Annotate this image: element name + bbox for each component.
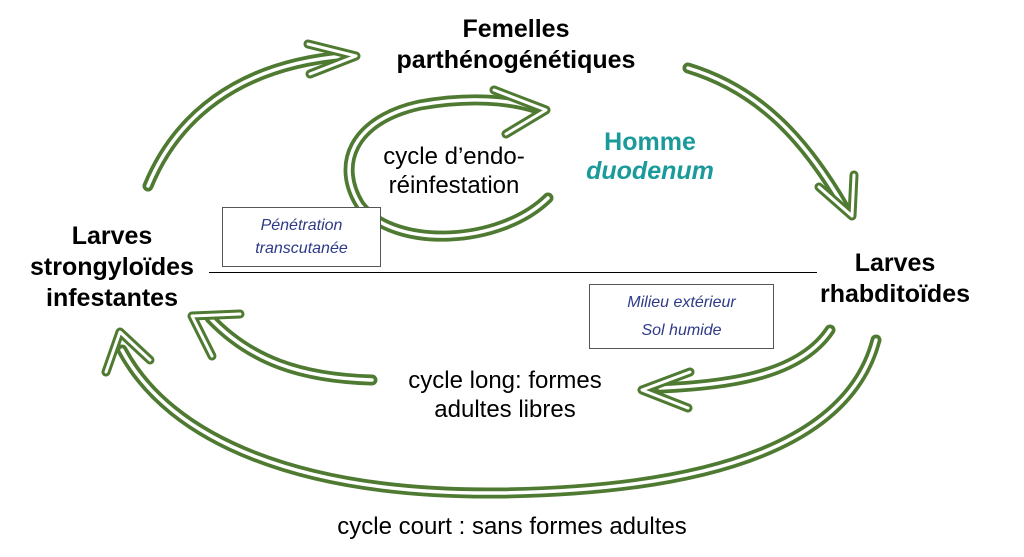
label-cycle-court: cycle court : sans formes adultes: [262, 512, 762, 541]
arrow-cycle-long: [187, 309, 836, 413]
strongyloides-line-2: strongyloïdes: [30, 253, 194, 281]
penetration-line-1: Pénétration: [260, 217, 343, 234]
cycle-long-line-1: cycle long: formes: [408, 367, 602, 394]
arrow-endo-reinfestation-loop: [343, 85, 554, 242]
node-larves-strongyloides-infestantes: Larves strongyloïdes infestantes: [12, 221, 212, 314]
strongyloides-line-1: Larves: [71, 222, 153, 250]
host-environment-separator-line: [209, 272, 817, 273]
arrow-infestation-to-femelles: [142, 39, 361, 192]
cycle-court-text: cycle court : sans formes adultes: [337, 513, 687, 540]
rhabditoides-line-2: rhabditoïdes: [819, 280, 970, 308]
label-cycle-long: cycle long: formes adultes libres: [380, 366, 630, 424]
endo-line-1: cycle d’endo-: [383, 143, 525, 170]
host-line-1: Homme: [604, 128, 696, 156]
box-penetration-transcutanee: Pénétration transcutanée: [222, 207, 381, 267]
arrow-femelles-to-rhabditoides: [682, 62, 859, 221]
arrow-cycle-court: [101, 327, 882, 499]
milieu-line-2: Sol humide: [641, 322, 722, 339]
femelles-line-2: parthénogénétiques: [396, 46, 636, 74]
femelles-line-1: Femelles: [462, 15, 570, 43]
endo-line-2: réinfestation: [388, 172, 520, 199]
host-label: Homme duodenum: [570, 128, 730, 186]
node-femelles-parthenogenetiques: Femelles parthénogénétiques: [385, 14, 647, 76]
cycle-long-line-2: adultes libres: [434, 396, 576, 423]
rhabditoides-line-1: Larves: [854, 249, 936, 277]
penetration-line-2: transcutanée: [255, 240, 348, 257]
host-line-2: duodenum: [586, 157, 714, 185]
strongyloides-line-3: infestantes: [46, 284, 178, 312]
box-milieu-exterieur: Milieu extérieur Sol humide: [589, 284, 774, 349]
milieu-line-1: Milieu extérieur: [627, 294, 736, 311]
label-cycle-endo-reinfestation: cycle d’endo- réinfestation: [364, 142, 544, 200]
node-larves-rhabditoides: Larves rhabditoïdes: [800, 248, 990, 310]
